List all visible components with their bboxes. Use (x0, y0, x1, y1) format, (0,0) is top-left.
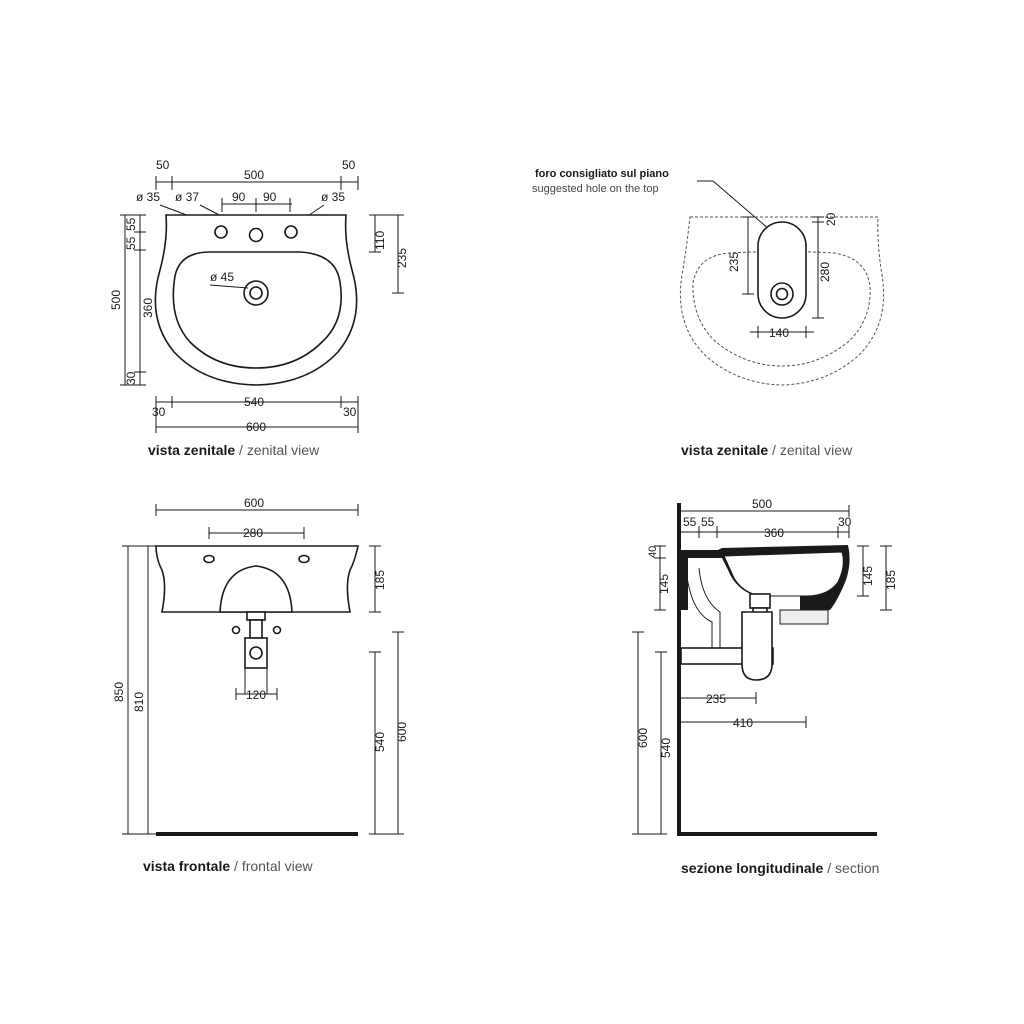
dim-hole-center: ø 37 (175, 190, 199, 204)
dim-left-360: 360 (141, 298, 155, 318)
dim-drain: ø 45 (210, 270, 234, 284)
caption-en: zenital view (779, 442, 853, 458)
caption-frontal: vista frontale / frontal view (143, 858, 313, 874)
dim-sec-410: 410 (733, 716, 753, 730)
dim-top-500: 500 (244, 168, 264, 182)
dim-hole-140: 140 (769, 326, 789, 340)
note-hole-en: suggested hole on the top (532, 183, 659, 195)
dim-right-110: 110 (373, 231, 387, 250)
caption-sep: / (768, 442, 780, 458)
dim-bottom-30-left: 30 (152, 405, 166, 419)
caption-it: vista zenitale (148, 442, 236, 458)
caption-it: sezione longitudinale (681, 860, 824, 876)
floor-line (156, 832, 358, 836)
dim-left-55a: 55 (124, 217, 138, 231)
dim-hole-235: 235 (727, 252, 741, 272)
section-view: 500 55 55 360 30 40 145 145 185 (632, 497, 898, 836)
note-hole-it: foro consigliato sul piano (535, 168, 669, 180)
dim-spacing-right: 90 (263, 190, 277, 204)
caption-it: vista zenitale (681, 442, 769, 458)
dim-sec-600: 600 (636, 728, 650, 748)
dim-sec-55a: 55 (683, 515, 697, 529)
dim-top-right-50: 50 (342, 158, 356, 172)
dim-sec-235: 235 (706, 692, 726, 706)
dim-sec-40: 40 (647, 546, 659, 558)
dim-sec-500: 500 (752, 497, 772, 511)
dim-front-850: 850 (112, 682, 126, 702)
dim-bottom-600: 600 (246, 420, 266, 434)
wall (677, 503, 681, 836)
dim-sec-55b: 55 (701, 515, 715, 529)
caption-en: section (835, 860, 880, 876)
caption-section: sezione longitudinale / section (681, 860, 879, 876)
dim-top-left-50: 50 (156, 158, 170, 172)
caption-zenital-hole: vista zenitale / zenital view (681, 442, 852, 458)
dim-bottom-30-right: 30 (343, 405, 357, 419)
frontal-view: 600 280 120 850 810 185 (112, 496, 409, 836)
dim-bottom-540: 540 (244, 395, 264, 409)
caption-en: zenital view (246, 442, 320, 458)
dim-spacing-left: 90 (232, 190, 246, 204)
dim-sec-30: 30 (838, 515, 852, 529)
caption-en: frontal view (241, 858, 313, 874)
caption-zenital-dimensioned: vista zenitale / zenital view (148, 442, 319, 458)
dim-sec-145-left: 145 (657, 574, 671, 594)
dim-sec-185: 185 (884, 570, 898, 590)
zenital-view-dimensioned: 50 500 50 ø 35 ø 37 ø 35 90 90 ø 45 (109, 158, 409, 434)
dim-hole-right: ø 35 (321, 190, 345, 204)
dim-front-185: 185 (373, 570, 387, 590)
dim-left-500: 500 (109, 290, 123, 310)
dim-front-120: 120 (246, 688, 266, 702)
caption-sep: / (823, 860, 836, 876)
section-floor (677, 832, 877, 836)
caption-it: vista frontale (143, 858, 231, 874)
dim-front-540: 540 (373, 732, 387, 752)
dim-front-600: 600 (244, 496, 264, 510)
dim-right-235: 235 (395, 248, 409, 268)
dim-sec-145-right: 145 (861, 566, 875, 586)
dim-sec-540: 540 (659, 738, 673, 758)
dim-front-280: 280 (243, 526, 263, 540)
dim-left-30: 30 (124, 371, 138, 385)
dim-hole-left: ø 35 (136, 190, 160, 204)
dim-hole-280: 280 (818, 262, 832, 282)
zenital-view-suggested-hole: foro consigliato sul piano suggested hol… (532, 168, 885, 386)
dim-hole-20: 20 (824, 212, 838, 226)
dim-sec-360: 360 (764, 526, 784, 540)
dim-left-55b: 55 (124, 236, 138, 250)
caption-sep: / (230, 858, 242, 874)
dim-front-810: 810 (132, 692, 146, 712)
dim-front-600: 600 (395, 722, 409, 742)
caption-sep: / (235, 442, 247, 458)
